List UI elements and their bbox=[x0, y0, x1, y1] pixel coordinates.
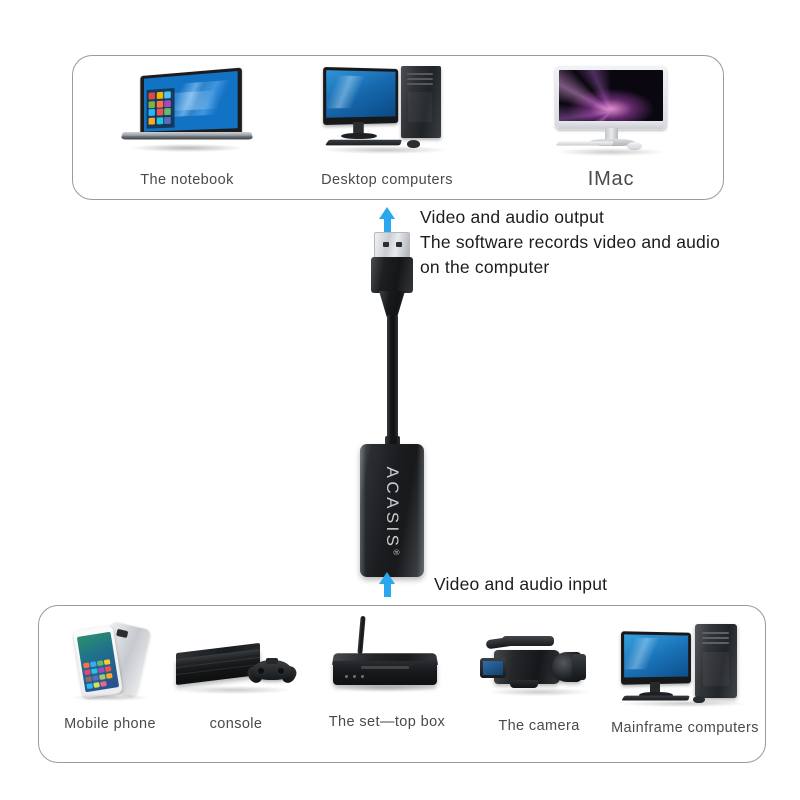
output-item-label: Desktop computers bbox=[321, 172, 453, 188]
input-flow-arrow-icon bbox=[379, 572, 396, 597]
device-cable bbox=[387, 315, 398, 443]
output-item-imac: IMac bbox=[509, 64, 713, 191]
output-item-notebook: The notebook bbox=[85, 67, 289, 188]
output-flow-arrow-icon bbox=[379, 207, 396, 232]
input-item-mainframe: Mainframe computers bbox=[605, 618, 765, 736]
output-item-label: IMac bbox=[587, 168, 635, 190]
usb-connector-icon bbox=[374, 232, 410, 258]
laptop-icon bbox=[120, 67, 254, 156]
output-item-label: The notebook bbox=[140, 172, 234, 188]
output-annotation-text: Video and audio output The software reco… bbox=[420, 207, 721, 277]
device-brand-label: ACASIS® bbox=[383, 466, 402, 555]
input-annotation-text: Video and audio input bbox=[434, 574, 608, 594]
input-item-console: console bbox=[169, 632, 303, 732]
input-item-label: The set—top box bbox=[328, 714, 446, 730]
input-devices-group: Mobile phone console bbox=[38, 605, 766, 763]
imac-icon bbox=[551, 64, 671, 156]
desktop-computer-icon bbox=[317, 64, 457, 156]
input-item-mobile-phone: Mobile phone bbox=[43, 621, 177, 732]
input-item-camera: The camera bbox=[469, 624, 609, 734]
tower-computer-icon bbox=[617, 618, 753, 707]
video-camera-icon bbox=[480, 624, 598, 704]
usb-capture-card: ACASIS® bbox=[352, 232, 432, 577]
input-item-label: The camera bbox=[498, 718, 580, 734]
usb-strain-relief bbox=[379, 291, 405, 317]
input-item-label: console bbox=[209, 716, 263, 732]
input-item-label: Mobile phone bbox=[64, 716, 156, 732]
usb-housing bbox=[371, 257, 413, 293]
smartphone-icon bbox=[64, 621, 156, 702]
device-body: ACASIS® bbox=[360, 444, 424, 577]
set-top-box-icon bbox=[329, 615, 445, 700]
output-devices-group: The notebook Desktop computers bbox=[72, 55, 724, 200]
game-console-icon bbox=[174, 632, 299, 706]
input-item-label: Mainframe computers bbox=[611, 720, 759, 736]
output-item-desktop: Desktop computers bbox=[281, 64, 493, 188]
input-item-set-top-box: The set—top box bbox=[307, 615, 467, 730]
